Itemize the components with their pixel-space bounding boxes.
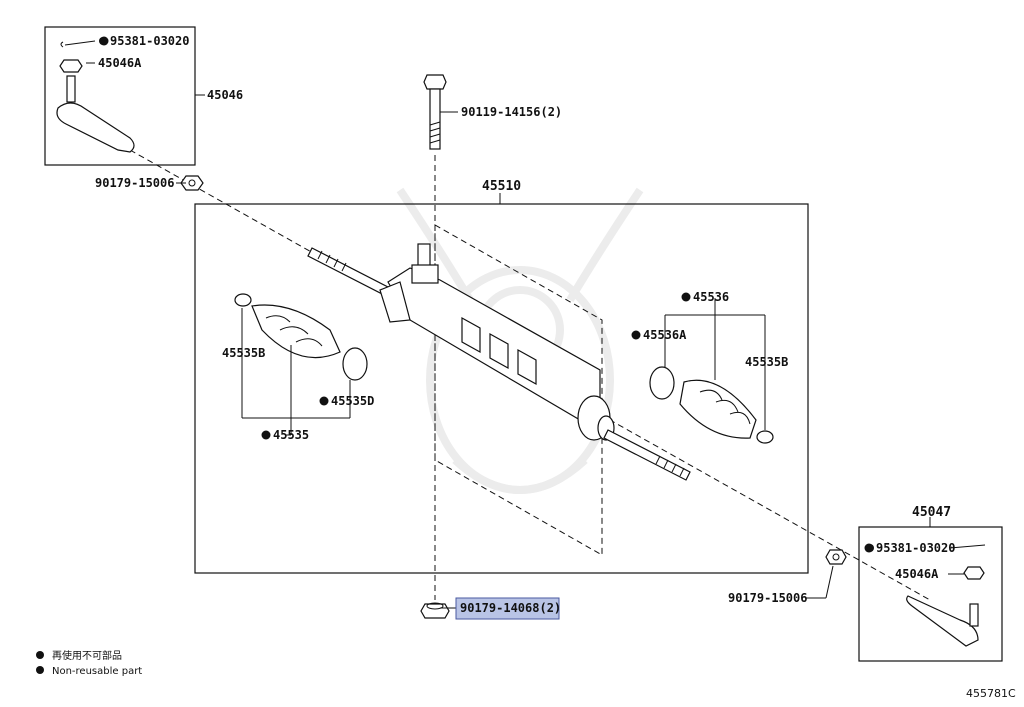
boot-right <box>649 366 774 444</box>
label-45535B-left[interactable]: 45535B <box>222 346 265 360</box>
non-reusable-dot <box>631 330 641 340</box>
label-45535[interactable]: 45535 <box>273 428 309 442</box>
tie-rod-end-left-box <box>44 26 196 166</box>
label-45510[interactable]: 45510 <box>482 179 521 194</box>
tie-rod-end-left <box>56 37 135 153</box>
legend-line-en: Non-reusable part <box>52 666 142 677</box>
label-45046[interactable]: 45046 <box>207 88 243 102</box>
label-90179-15006-left[interactable]: 90179-15006 <box>95 176 174 190</box>
rack-axis-dashed-line <box>129 149 931 601</box>
label-95381-03020-top[interactable]: 95381-03020 <box>110 34 189 48</box>
diagram-code: 455781C <box>966 687 1016 700</box>
label-45535D[interactable]: 45535D <box>331 394 374 408</box>
rack-assembly-box <box>194 203 809 574</box>
legend-line-jp: 再使用不可部品 <box>52 649 122 662</box>
boot-left <box>234 293 368 381</box>
label-45046A-top[interactable]: 45046A <box>98 56 142 70</box>
label-45046A-bottom[interactable]: 45046A <box>895 567 939 581</box>
nut-bottom <box>420 602 450 619</box>
label-95381-03020-bottom[interactable]: 95381-03020 <box>876 541 955 555</box>
non-reusable-dot <box>681 292 691 302</box>
nut-right <box>825 549 847 565</box>
non-reusable-dot <box>864 543 874 553</box>
leader-lines <box>86 62 964 609</box>
label-45536A[interactable]: 45536A <box>643 328 687 342</box>
non-reusable-dot <box>319 396 329 406</box>
bolt-top <box>423 74 447 150</box>
legend: 再使用不可部品 Non-reusable part <box>36 649 142 677</box>
non-reusable-dot <box>261 430 271 440</box>
steering-rack-housing <box>307 243 691 481</box>
watermark-emblem <box>396 187 644 494</box>
selected-part-highlight <box>455 597 560 620</box>
label-90119-14156[interactable]: 90119-14156(2) <box>461 105 562 119</box>
label-45047[interactable]: 45047 <box>912 505 951 520</box>
tie-rod-end-right <box>866 544 986 647</box>
label-45536[interactable]: 45536 <box>693 290 729 304</box>
label-90179-15006-right[interactable]: 90179-15006 <box>728 591 807 605</box>
label-45535B-right[interactable]: 45535B <box>745 355 788 369</box>
label-90179-14068[interactable]: 90179-14068(2) <box>460 601 561 615</box>
non-reusable-dot <box>99 36 109 46</box>
